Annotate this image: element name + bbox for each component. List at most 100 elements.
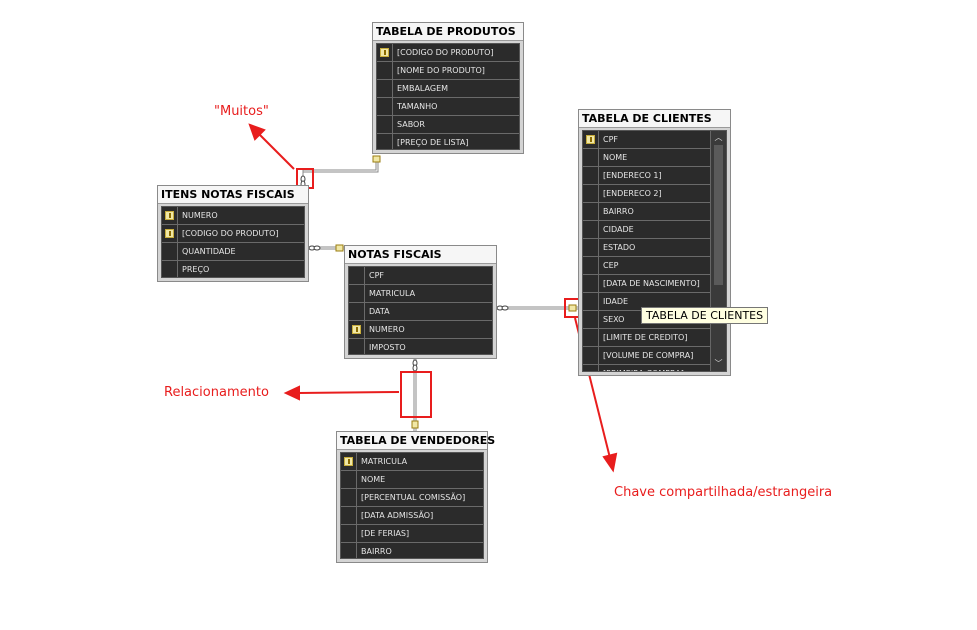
row-selector[interactable] — [341, 489, 357, 506]
column-name: QUANTIDADE — [182, 247, 236, 256]
primary-key-icon — [165, 211, 174, 220]
row-selector[interactable] — [377, 80, 393, 97]
table-vendedores[interactable]: TABELA DE VENDEDORES MATRICULA NOME [PERCE… — [336, 431, 495, 563]
column-row[interactable]: MATRICULA — [349, 285, 492, 303]
row-selector[interactable] — [583, 221, 599, 238]
column-row[interactable]: DATA — [349, 303, 492, 321]
key-end-icon — [568, 304, 577, 312]
column-name: NOME — [361, 475, 386, 484]
row-selector[interactable] — [583, 167, 599, 184]
row-selector[interactable] — [377, 116, 393, 133]
row-selector[interactable] — [349, 285, 365, 302]
column-row[interactable]: [ENDERECO 2] — [583, 185, 710, 203]
table-itens-notas-fiscais[interactable]: ITENS NOTAS FISCAIS NUMERO[CODIGO DO PRO… — [157, 185, 309, 282]
column-row[interactable]: [PERCENTUAL COMISSÃO] — [341, 489, 483, 507]
row-selector[interactable] — [583, 311, 599, 328]
table-itens-columns: NUMERO [CODIGO DO PRODUTO] QUANTIDADE PREÇO — [161, 206, 305, 278]
column-row[interactable]: BAIRRO — [341, 543, 483, 558]
column-row[interactable]: PREÇO — [162, 261, 304, 277]
column-name: [DE FERIAS] — [361, 529, 410, 538]
column-name: IMPOSTO — [369, 343, 406, 352]
column-name: [ENDERECO 2] — [603, 189, 662, 198]
column-row[interactable]: CEP — [583, 257, 710, 275]
row-selector[interactable] — [583, 257, 599, 274]
column-row[interactable]: CPF — [583, 131, 710, 149]
clientes-scrollbar[interactable]: ︿ ﹀ — [710, 131, 726, 371]
column-name: IDADE — [603, 297, 629, 306]
column-row[interactable]: QUANTIDADE — [162, 243, 304, 261]
column-name: CPF — [603, 135, 619, 144]
row-selector[interactable] — [349, 303, 365, 320]
row-selector[interactable] — [341, 543, 357, 558]
row-selector[interactable] — [583, 275, 599, 292]
column-name: [CODIGO DO PRODUTO] — [397, 48, 494, 57]
row-selector[interactable] — [341, 471, 357, 488]
row-selector[interactable] — [162, 261, 178, 277]
column-row[interactable]: NUMERO — [162, 207, 304, 225]
row-selector[interactable] — [583, 131, 599, 148]
table-produtos[interactable]: TABELA DE PRODUTOS [CODIGO DO PRODUTO][N… — [372, 22, 524, 154]
row-selector[interactable] — [583, 329, 599, 346]
row-selector[interactable] — [377, 62, 393, 79]
column-row[interactable]: CIDADE — [583, 221, 710, 239]
row-selector[interactable] — [583, 185, 599, 202]
row-selector[interactable] — [162, 207, 178, 224]
row-selector[interactable] — [583, 365, 599, 371]
column-row[interactable]: NUMERO — [349, 321, 492, 339]
column-row[interactable]: [NOME DO PRODUTO] — [377, 62, 519, 80]
row-selector[interactable] — [162, 243, 178, 260]
column-row[interactable]: [PREÇO DE LISTA] — [377, 134, 519, 149]
annotation-relacionamento: Relacionamento — [164, 385, 269, 400]
chevron-up-icon[interactable]: ︿ — [714, 133, 723, 142]
row-selector[interactable] — [341, 453, 357, 470]
column-row[interactable]: [DE FERIAS] — [341, 525, 483, 543]
column-row[interactable]: [CODIGO DO PRODUTO] — [162, 225, 304, 243]
row-selector[interactable] — [349, 267, 365, 284]
row-selector[interactable] — [377, 44, 393, 61]
column-row[interactable]: NOME — [583, 149, 710, 167]
column-name: [CODIGO DO PRODUTO] — [182, 229, 279, 238]
row-selector[interactable] — [377, 98, 393, 115]
row-selector[interactable] — [583, 239, 599, 256]
table-clientes[interactable]: TABELA DE CLIENTES CPF NOME [ENDERECO 1] [E… — [578, 109, 731, 376]
table-vendedores-title: TABELA DE VENDEDORES — [337, 432, 495, 450]
column-row[interactable]: [CODIGO DO PRODUTO] — [377, 44, 519, 62]
tooltip: TABELA DE CLIENTES — [641, 307, 769, 324]
column-name: [ENDERECO 1] — [603, 171, 662, 180]
key-end-icon — [335, 244, 344, 252]
column-row[interactable]: SABOR — [377, 116, 519, 134]
table-clientes-title: TABELA DE CLIENTES — [579, 110, 730, 128]
table-vendedores-columns: MATRICULA NOME [PERCENTUAL COMISSÃO][DATA … — [340, 452, 484, 559]
column-row[interactable]: BAIRRO — [583, 203, 710, 221]
row-selector[interactable] — [583, 149, 599, 166]
row-selector[interactable] — [341, 525, 357, 542]
column-row[interactable]: MATRICULA — [341, 453, 483, 471]
scrollbar-thumb[interactable] — [714, 145, 723, 285]
column-row[interactable]: [DATA ADMISSÃO] — [341, 507, 483, 525]
column-name: EMBALAGEM — [397, 84, 449, 93]
row-selector[interactable] — [583, 293, 599, 310]
row-selector[interactable] — [377, 134, 393, 149]
column-row[interactable]: [PRIMEIRA COMPRA] — [583, 365, 710, 371]
column-name: BAIRRO — [603, 207, 634, 216]
column-row[interactable]: TAMANHO — [377, 98, 519, 116]
column-row[interactable]: [VOLUME DE COMPRA] — [583, 347, 710, 365]
column-row[interactable]: [LIMITE DE CREDITO] — [583, 329, 710, 347]
row-selector[interactable] — [349, 321, 365, 338]
row-selector[interactable] — [341, 507, 357, 524]
row-selector[interactable] — [349, 339, 365, 354]
column-row[interactable]: [DATA DE NASCIMENTO] — [583, 275, 710, 293]
column-row[interactable]: IMPOSTO — [349, 339, 492, 354]
row-selector[interactable] — [583, 203, 599, 220]
column-row[interactable]: EMBALAGEM — [377, 80, 519, 98]
column-row[interactable]: [ENDERECO 1] — [583, 167, 710, 185]
column-row[interactable]: ESTADO — [583, 239, 710, 257]
column-row[interactable]: NOME — [341, 471, 483, 489]
column-row[interactable]: CPF — [349, 267, 492, 285]
column-row[interactable]: SEXO — [583, 311, 710, 329]
row-selector[interactable] — [583, 347, 599, 364]
chevron-down-icon[interactable]: ﹀ — [714, 359, 723, 368]
column-name: DATA — [369, 307, 390, 316]
row-selector[interactable] — [162, 225, 178, 242]
